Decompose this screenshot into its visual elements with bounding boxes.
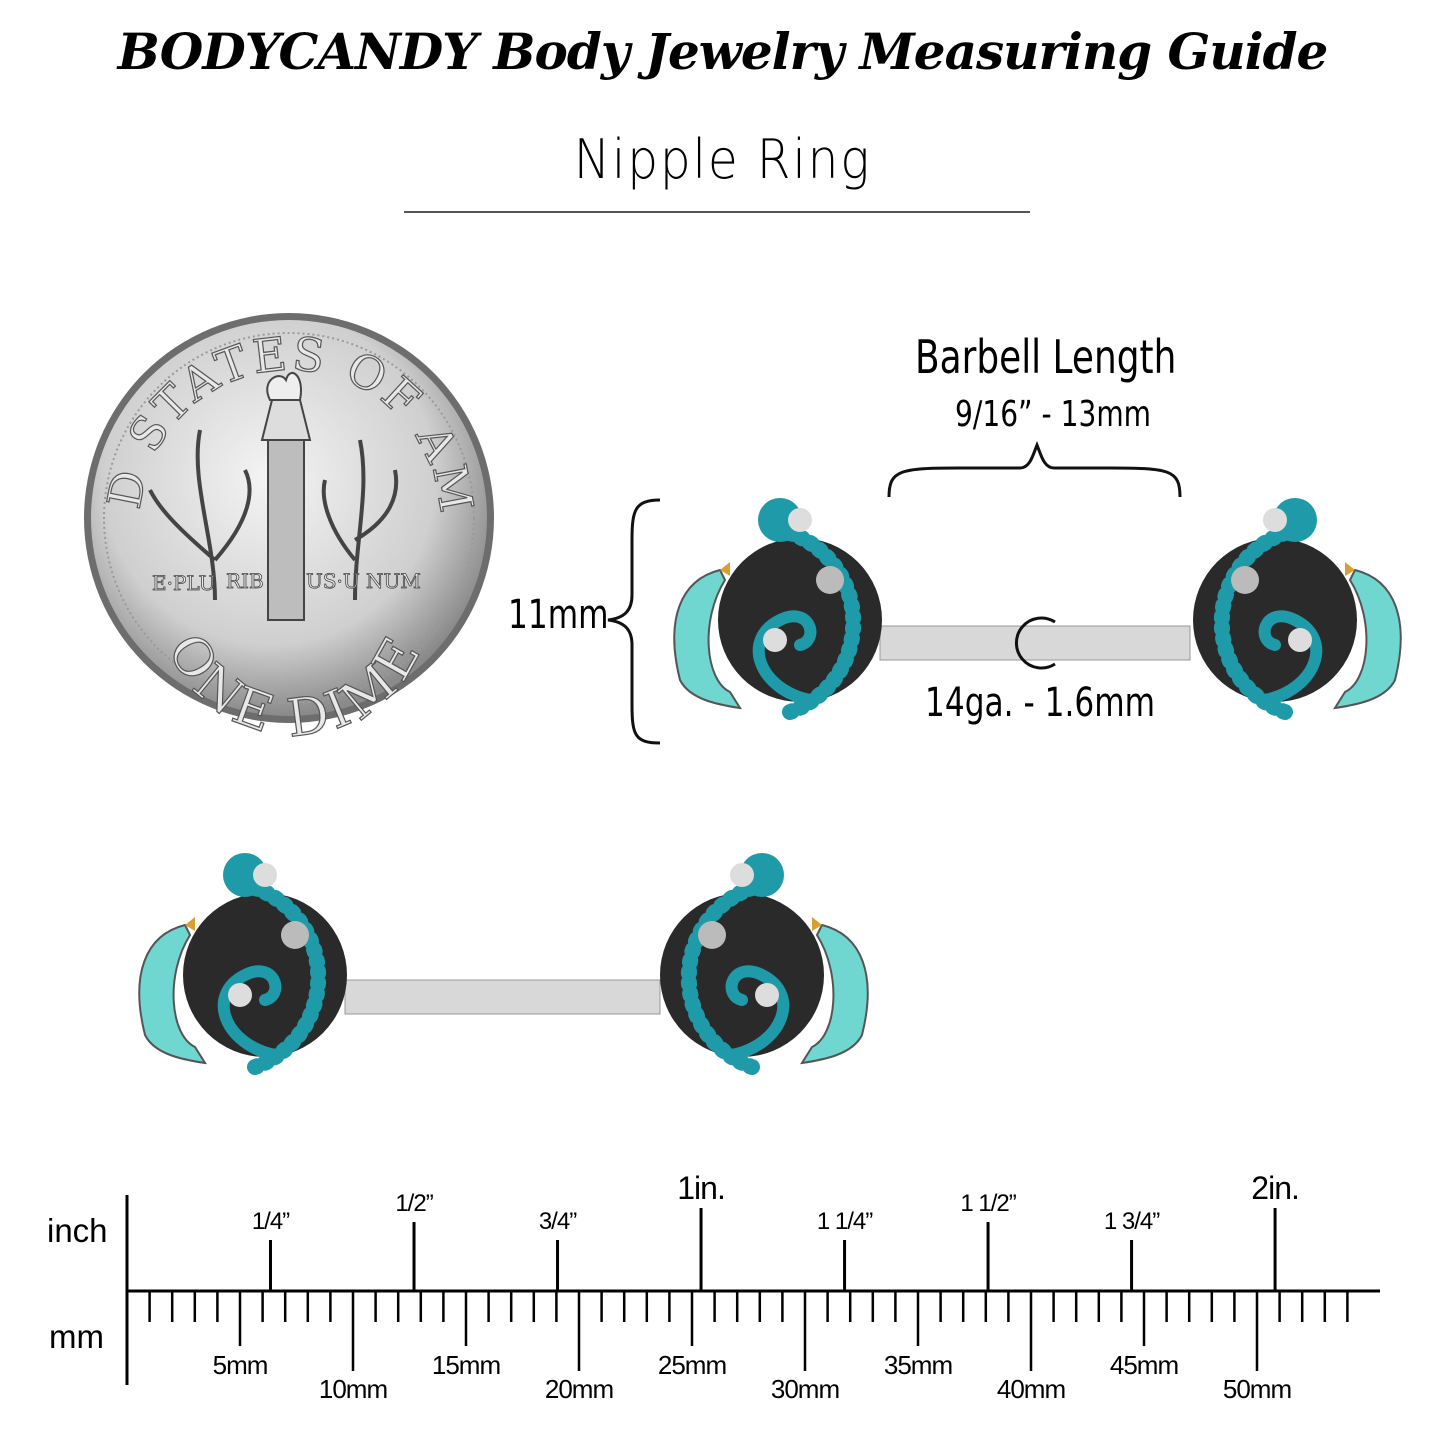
svg-text:US·U: US·U [306, 569, 360, 593]
inch-tick-label: 3/4” [538, 1208, 577, 1235]
coin-motto: E·PLU RIB US·U NUM [152, 569, 422, 596]
inch-tick-label: 1/2” [395, 1190, 433, 1217]
inch-tick-label: 1 3/4” [1103, 1208, 1160, 1235]
ruler-inch-label: inch [47, 1212, 108, 1249]
inch-tick-label: 2in. [1251, 1170, 1300, 1206]
mm-tick-label: 20mm [544, 1374, 614, 1404]
swirl-top [758, 498, 802, 542]
height-value: 11mm [508, 592, 609, 638]
mm-tick-label: 15mm [431, 1350, 501, 1380]
mm-tick-label: 25mm [657, 1350, 727, 1380]
inch-tick-label: 1 1/4” [816, 1208, 873, 1235]
svg-text:E·PLU: E·PLU [152, 571, 215, 595]
barbell-bar [879, 625, 1191, 661]
mm-tick-label: 10mm [318, 1374, 388, 1404]
filigree-disc [660, 893, 824, 1057]
barbell-length-value: 9/16” - 13mm [955, 394, 1152, 435]
enamel-swirl [1258, 610, 1323, 706]
swirl-top [223, 853, 267, 897]
ruler-mm-label: mm [49, 1318, 104, 1355]
inch-tick-label: 1in. [677, 1170, 726, 1206]
mm-tick-label: 35mm [883, 1350, 953, 1380]
filigree-disc [183, 893, 347, 1057]
length-bracket [887, 440, 1182, 498]
page-title: BODYCANDY Body Jewelry Measuring Guide [117, 22, 1329, 81]
inch-tick-label: 1/4” [251, 1208, 290, 1235]
swirl-top [740, 853, 784, 897]
svg-text:RIB: RIB [226, 569, 264, 593]
title-underline [404, 211, 1030, 213]
inch-tick-label: 1 1/2” [960, 1190, 1016, 1217]
dolphin-icon [138, 923, 207, 1065]
enamel-dots [680, 877, 770, 1075]
enamel-dots [772, 522, 862, 720]
svg-text:NUM: NUM [366, 569, 421, 593]
gauge-marker [1014, 616, 1056, 670]
height-bracket [607, 498, 661, 745]
enamel-swirl [725, 965, 790, 1061]
barbell-end-charm [138, 853, 347, 1075]
mm-tick-label: 30mm [770, 1374, 840, 1404]
barbell-end-charm [660, 853, 869, 1075]
torch-icon [267, 439, 305, 621]
dolphin-icon [673, 568, 742, 710]
oak-branch-icon [321, 439, 399, 601]
enamel-swirl [217, 965, 282, 1061]
mm-tick-label: 5mm [212, 1350, 269, 1380]
barbell-end-charm [1193, 498, 1402, 720]
enamel-swirl [752, 610, 817, 706]
swirl-top [1273, 498, 1317, 542]
coin-legend-bottom: ONE DIME [155, 624, 434, 750]
enamel-dots [237, 877, 327, 1075]
dolphin-icon [800, 923, 869, 1065]
enamel-dots [1213, 522, 1303, 720]
gauge-value: 14ga. - 1.6mm [925, 680, 1156, 726]
mm-tick-label: 40mm [996, 1374, 1066, 1404]
barbell-length-label: Barbell Length [915, 330, 1177, 384]
filigree-disc [718, 538, 882, 702]
dolphin-icon [1333, 568, 1402, 710]
filigree-disc [1193, 538, 1357, 702]
mm-tick-label: 45mm [1109, 1350, 1179, 1380]
olive-branch-icon [148, 429, 252, 601]
mm-tick-label: 50mm [1222, 1374, 1292, 1404]
product-type-subtitle: Nipple Ring [573, 128, 872, 191]
barbell-end-charm [673, 498, 882, 720]
barbell-bar [344, 979, 661, 1015]
